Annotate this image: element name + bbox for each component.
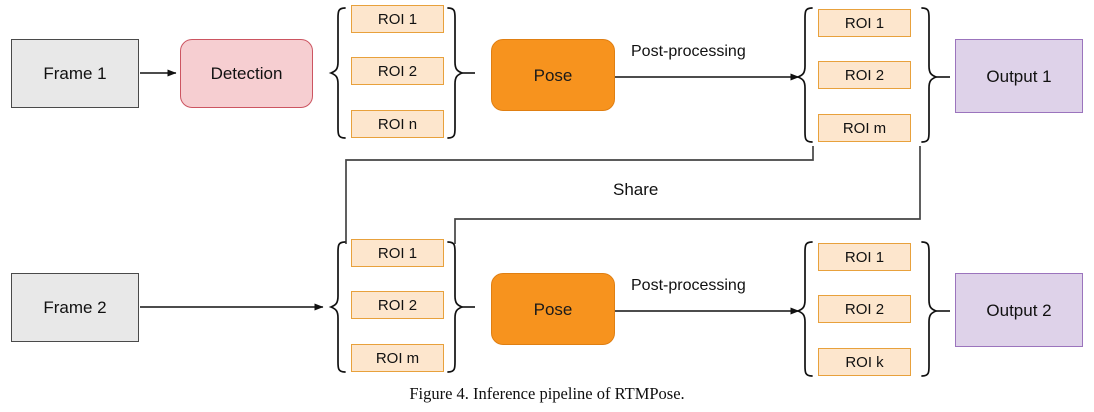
roi-box-bottom-input-0[interactable]: ROI 1 — [351, 239, 444, 267]
roi-box-bottom-output-2[interactable]: ROI k — [818, 348, 911, 376]
roi-label: ROI 1 — [377, 10, 418, 28]
brace-left-bottom-output-rois — [795, 241, 813, 377]
figure-caption: Figure 4. Inference pipeline of RTMPose. — [409, 384, 685, 403]
roi-box-bottom-input-1[interactable]: ROI 2 — [351, 291, 444, 319]
brace-right-top-output-rois — [921, 7, 939, 143]
roi-box-top-input-0[interactable]: ROI 1 — [351, 5, 444, 33]
roi-label: ROI m — [375, 349, 420, 367]
roi-box-top-input-2[interactable]: ROI n — [351, 110, 444, 138]
roi-box-top-output-2[interactable]: ROI m — [818, 114, 911, 142]
node-output-2-label: Output 2 — [986, 300, 1052, 320]
roi-label: ROI n — [377, 115, 418, 133]
roi-box-bottom-input-2[interactable]: ROI m — [351, 344, 444, 372]
brace-right-top-input-rois — [447, 7, 465, 139]
roi-label: ROI 2 — [377, 62, 418, 80]
node-output-2[interactable]: Output 2 — [955, 273, 1083, 347]
roi-label: ROI 2 — [844, 300, 885, 318]
brace-left-bottom-input-rois — [328, 241, 346, 373]
roi-label: ROI 1 — [377, 244, 418, 262]
roi-box-top-input-1[interactable]: ROI 2 — [351, 57, 444, 85]
node-pose-top-label: Pose — [533, 65, 573, 85]
share-line-upper — [345, 146, 814, 244]
brace-right-bottom-input-rois — [447, 241, 465, 373]
node-pose-bottom-label: Pose — [533, 299, 573, 319]
node-frame-1-label: Frame 1 — [43, 64, 107, 83]
brace-right-bottom-output-rois — [921, 241, 939, 377]
roi-label: ROI 2 — [844, 66, 885, 84]
node-detection-label: Detection — [210, 64, 283, 83]
node-frame-2[interactable]: Frame 2 — [11, 273, 139, 342]
node-frame-2-label: Frame 2 — [43, 298, 107, 317]
brace-left-top-output-rois — [795, 7, 813, 143]
node-pose-bottom[interactable]: Pose — [491, 273, 615, 345]
roi-box-top-output-0[interactable]: ROI 1 — [818, 9, 911, 37]
edge-label-post-processing-bottom: Post-processing — [631, 277, 746, 294]
node-frame-1[interactable]: Frame 1 — [11, 39, 139, 108]
roi-box-bottom-output-1[interactable]: ROI 2 — [818, 295, 911, 323]
node-output-1[interactable]: Output 1 — [955, 39, 1083, 113]
node-pose-top[interactable]: Pose — [491, 39, 615, 111]
roi-label: ROI 1 — [844, 14, 885, 32]
brace-left-top-input-rois — [328, 7, 346, 139]
roi-label: ROI 1 — [844, 248, 885, 266]
roi-label: ROI 2 — [377, 296, 418, 314]
edge-label-share: Share — [613, 180, 659, 199]
share-line-lower — [454, 146, 921, 244]
roi-label: ROI m — [842, 119, 887, 137]
node-output-1-label: Output 1 — [986, 66, 1052, 86]
roi-box-bottom-output-0[interactable]: ROI 1 — [818, 243, 911, 271]
node-detection[interactable]: Detection — [180, 39, 313, 108]
roi-label: ROI k — [845, 353, 884, 371]
roi-box-top-output-1[interactable]: ROI 2 — [818, 61, 911, 89]
edge-label-post-processing-top: Post-processing — [631, 43, 746, 60]
